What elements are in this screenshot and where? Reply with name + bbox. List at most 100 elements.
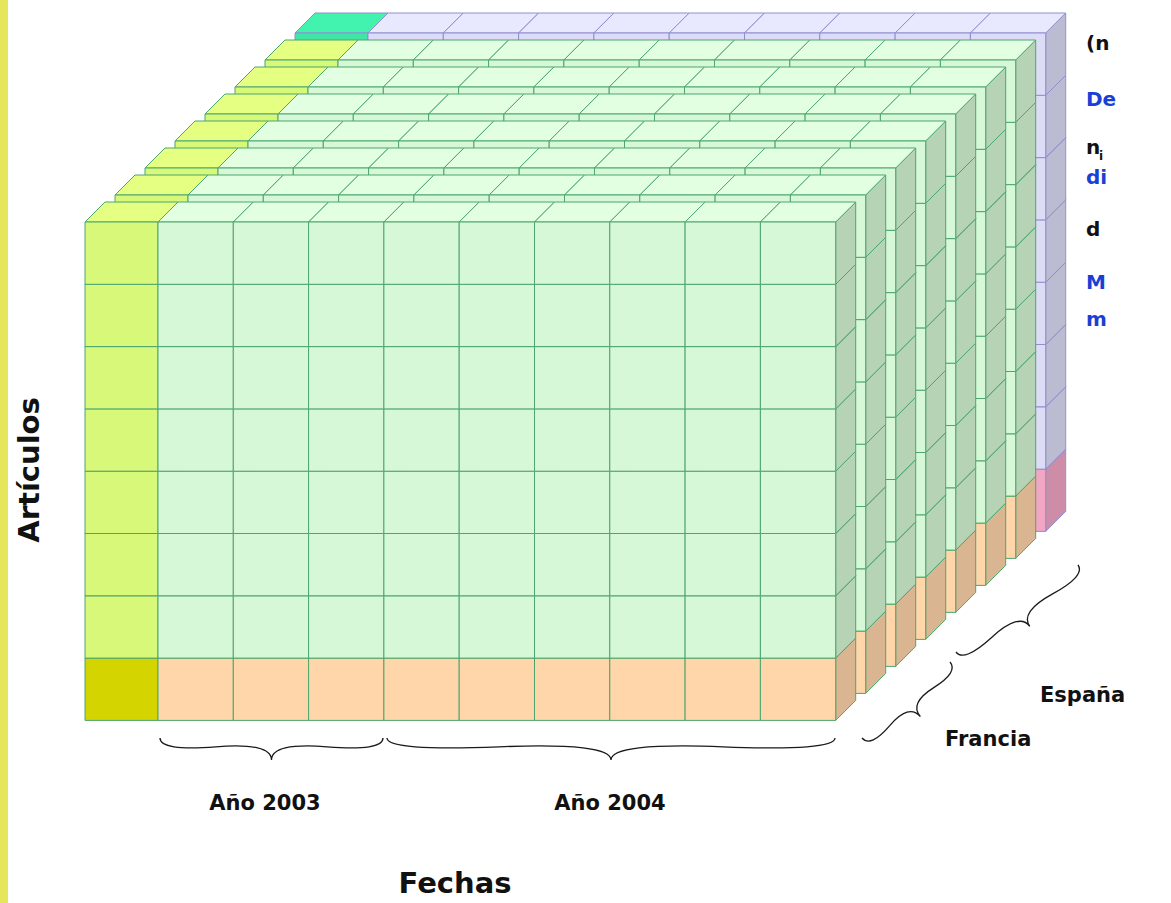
cube-front <box>685 284 760 346</box>
cube-front <box>459 222 534 284</box>
cube-front <box>85 471 158 533</box>
cube-front <box>309 347 384 409</box>
country-label: Francia <box>945 728 1031 751</box>
cube-front <box>685 409 760 471</box>
cube-front <box>384 658 459 720</box>
cube-front <box>610 409 685 471</box>
cube-front <box>610 658 685 720</box>
cube-front <box>85 409 158 471</box>
side-text: De <box>1086 87 1116 111</box>
cube-top <box>910 67 1005 87</box>
cube-front <box>384 596 459 658</box>
cube-front <box>384 284 459 346</box>
subscript: i <box>1099 149 1103 163</box>
cube-front <box>309 658 384 720</box>
brackets <box>160 565 1079 760</box>
subscript: i <box>1099 150 1103 163</box>
cube-front <box>760 409 835 471</box>
cube-front <box>610 284 685 346</box>
cube-front <box>233 534 308 596</box>
cube-front <box>459 658 534 720</box>
cube-front <box>459 471 534 533</box>
cube-front <box>535 222 610 284</box>
side-text: d <box>1086 218 1100 240</box>
cube-front <box>685 222 760 284</box>
cube-front <box>309 596 384 658</box>
year-label: Año 2004 <box>554 791 665 815</box>
cube-grid <box>85 13 1066 720</box>
cube-front <box>85 596 158 658</box>
country-label: España <box>1040 684 1125 707</box>
side-text: di <box>1086 166 1107 188</box>
cube-front <box>384 534 459 596</box>
cube-front <box>384 222 459 284</box>
cube-front <box>233 596 308 658</box>
cube-front <box>610 534 685 596</box>
cube-top <box>880 94 975 114</box>
cube-top <box>790 175 885 195</box>
cube-front <box>760 222 835 284</box>
cube-front <box>760 284 835 346</box>
cube-top <box>820 148 915 168</box>
cube-front <box>85 284 158 346</box>
cube-front <box>760 347 835 409</box>
cube-front <box>535 534 610 596</box>
cube-front <box>760 534 835 596</box>
cube-front <box>309 222 384 284</box>
curly-bracket <box>387 738 835 760</box>
cube-front <box>459 534 534 596</box>
cube-front <box>233 658 308 720</box>
side-text: m <box>1086 307 1107 331</box>
side-text: M <box>1086 271 1106 293</box>
country-label: España <box>1040 683 1125 707</box>
cube-top <box>940 40 1035 60</box>
cube-front <box>158 347 233 409</box>
cube-front <box>158 222 233 284</box>
cube-top <box>970 13 1065 33</box>
cube-front <box>535 596 610 658</box>
cube-front <box>384 347 459 409</box>
cube-front <box>233 347 308 409</box>
side-text: n <box>1086 135 1100 159</box>
cube-top <box>850 121 945 141</box>
country-label: Francia <box>945 727 1031 751</box>
curly-bracket <box>160 738 383 760</box>
year-label: Año 2004 <box>554 792 665 815</box>
side-text: d <box>1086 217 1100 241</box>
axis-title: Artículos <box>12 397 46 543</box>
cube-front <box>309 471 384 533</box>
side-text: M <box>1086 270 1106 294</box>
cube-front <box>459 347 534 409</box>
cube-front <box>158 409 233 471</box>
cube-front <box>309 284 384 346</box>
side-strip <box>0 0 8 903</box>
cube-front <box>760 471 835 533</box>
curly-bracket <box>956 565 1079 655</box>
cube-front <box>158 534 233 596</box>
side-text: De <box>1086 88 1116 110</box>
cube-front <box>535 658 610 720</box>
cube-front <box>233 284 308 346</box>
cube-front <box>158 284 233 346</box>
cube-front <box>610 222 685 284</box>
side-text: (n <box>1086 31 1109 55</box>
cube-front <box>685 596 760 658</box>
cube-front <box>158 658 233 720</box>
year-label: Año 2003 <box>209 791 320 815</box>
cube-front <box>685 534 760 596</box>
axis-title: Artículos <box>14 397 46 543</box>
cube-front <box>459 596 534 658</box>
cube-front <box>760 596 835 658</box>
side-text: n <box>1086 136 1100 158</box>
cube-front <box>233 471 308 533</box>
cube-front <box>233 409 308 471</box>
cube-top <box>760 202 855 222</box>
cube-front <box>685 347 760 409</box>
side-text: (n <box>1086 32 1109 54</box>
cube-front <box>459 284 534 346</box>
cube-front <box>233 222 308 284</box>
cube-front <box>85 222 158 284</box>
cube-front <box>610 347 685 409</box>
